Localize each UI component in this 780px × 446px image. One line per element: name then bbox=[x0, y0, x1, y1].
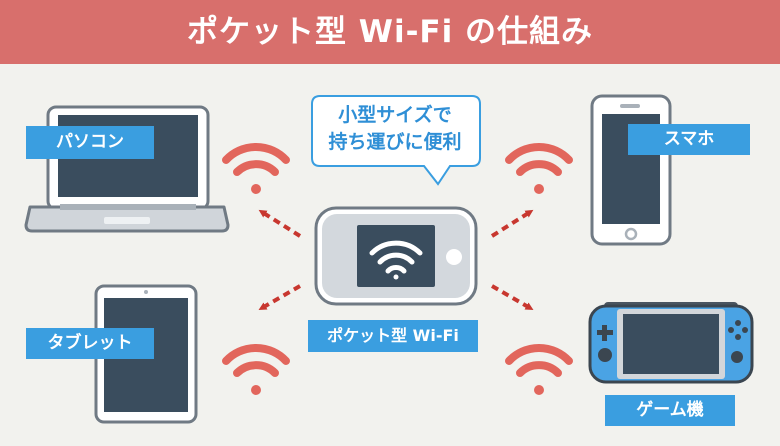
callout-line-2: 持ち運びに便利 bbox=[328, 131, 462, 153]
callout-line-1: 小型サイズで bbox=[338, 104, 452, 126]
arrow-to-tablet bbox=[258, 284, 302, 311]
pocket-wifi-device bbox=[314, 206, 478, 306]
callout-bubble bbox=[311, 95, 481, 186]
title-banner bbox=[0, 0, 780, 64]
smartphone-icon bbox=[590, 94, 672, 246]
callout-text: 小型サイズで 持ち運びに便利 bbox=[315, 102, 475, 156]
page-title: ポケット型 Wi-Fi の仕組み bbox=[186, 14, 594, 50]
game-console-icon bbox=[588, 302, 754, 384]
arrow-to-smartphone bbox=[490, 209, 534, 238]
label-smartphone: スマホ bbox=[628, 124, 750, 155]
wifi-signal-icon bbox=[222, 143, 290, 194]
label-tablet: タブレット bbox=[26, 328, 154, 359]
label-game-console: ゲーム機 bbox=[605, 395, 735, 426]
label-laptop: パソコン bbox=[26, 126, 154, 159]
wifi-signal-icon bbox=[222, 344, 290, 395]
label-pocket-wifi: ポケット型 Wi-Fi bbox=[308, 320, 478, 352]
wifi-icon bbox=[369, 240, 423, 280]
wifi-signal-icon bbox=[505, 143, 573, 194]
arrow-to-laptop bbox=[258, 209, 302, 238]
arrow-to-game-console bbox=[490, 284, 534, 311]
wifi-signal-icon bbox=[505, 344, 573, 395]
